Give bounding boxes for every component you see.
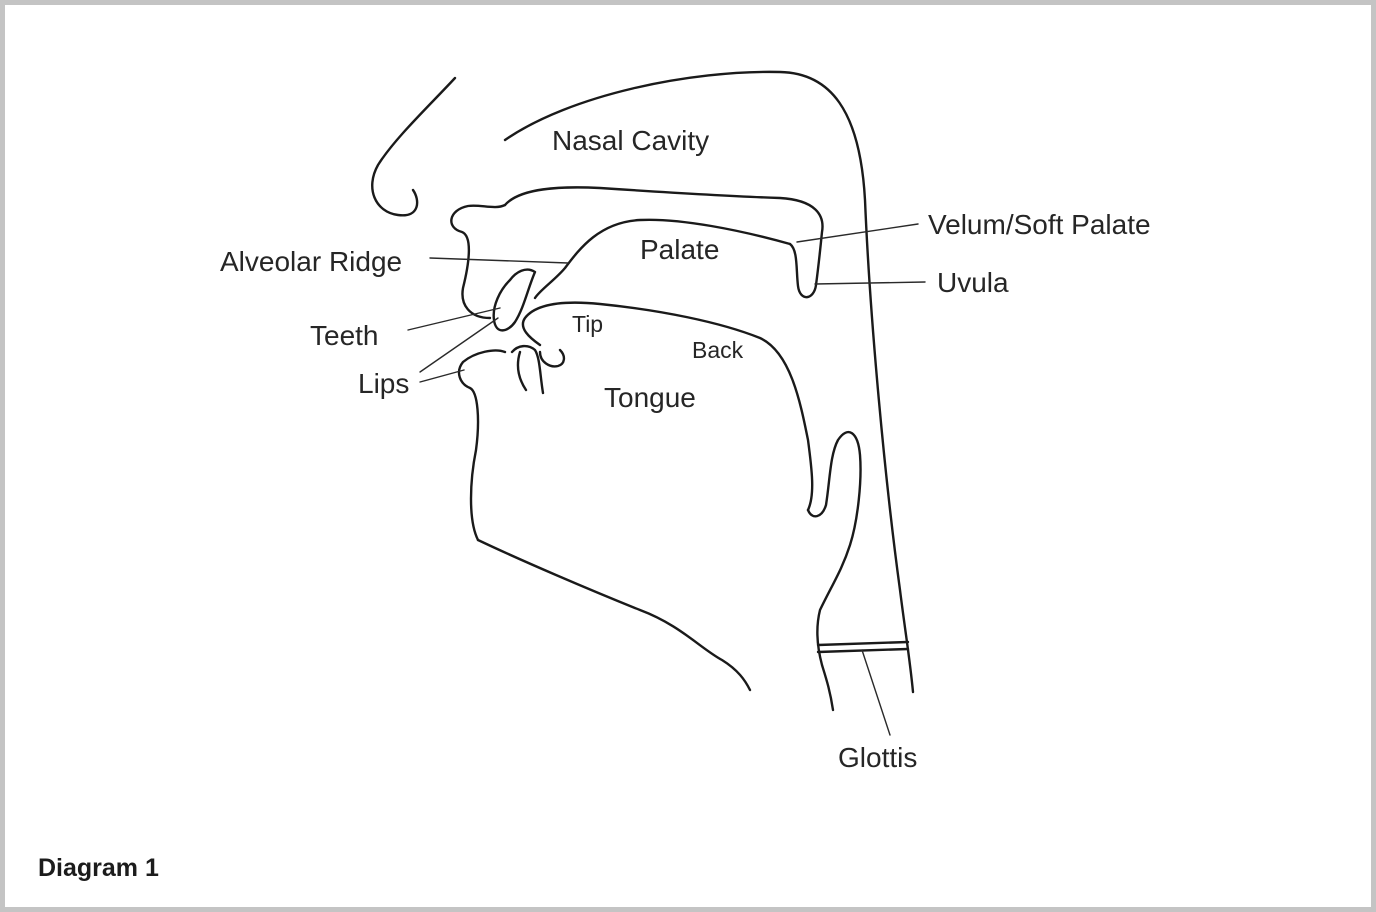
uvula-leader — [815, 282, 925, 284]
label-alveolar-ridge: Alveolar Ridge — [220, 246, 402, 277]
label-glottis: Glottis — [838, 742, 917, 773]
alveolar-leader — [430, 258, 568, 263]
jaw-outline — [478, 540, 750, 690]
lips-leader-upper — [420, 318, 498, 372]
diagram-caption: Diagram 1 — [38, 854, 159, 883]
label-tip: Tip — [572, 311, 603, 337]
glottis-leader — [862, 650, 890, 735]
upper-teeth-outline — [494, 270, 535, 331]
label-lips: Lips — [358, 368, 409, 399]
glottis-band — [818, 642, 908, 652]
nose-outline — [372, 78, 455, 215]
label-palate: Palate — [640, 234, 719, 265]
label-velum: Velum/Soft Palate — [928, 209, 1151, 240]
label-tongue: Tongue — [604, 382, 696, 413]
label-teeth: Teeth — [310, 320, 379, 351]
lower-teeth-outline — [512, 346, 564, 393]
label-nasal-cavity: Nasal Cavity — [552, 125, 709, 156]
pharynx-outline — [808, 432, 861, 710]
label-uvula: Uvula — [937, 267, 1009, 298]
velum-leader — [797, 224, 918, 242]
lips-outline — [459, 350, 505, 540]
lips-leader-lower — [420, 370, 464, 382]
head-back-outline — [505, 72, 913, 692]
label-back: Back — [692, 337, 744, 363]
